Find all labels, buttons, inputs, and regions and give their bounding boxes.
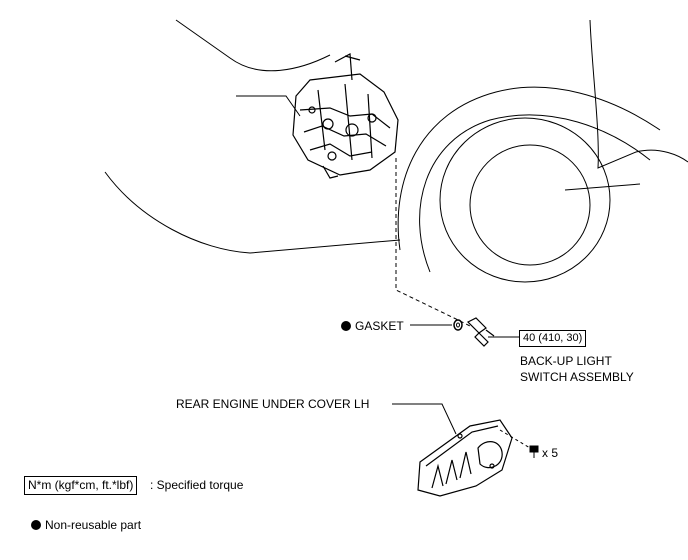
bolt-icon (529, 445, 539, 458)
switch-label-line1: BACK-UP LIGHT (520, 354, 612, 368)
legend-torque-desc: : Specified torque (150, 478, 244, 492)
legend-nonreusable-text: Non-reusable part (45, 518, 142, 532)
transmission-assembly (292, 53, 399, 179)
rear-engine-under-cover (417, 419, 513, 497)
under-cover-label: REAR ENGINE UNDER COVER LH (176, 397, 370, 411)
backup-light-switch (466, 317, 495, 347)
dashed-leader-line (395, 158, 471, 327)
under-cover-leader (392, 403, 457, 435)
legend-nonreusable: Non-reusable part (31, 518, 141, 532)
gasket-text: GASKET (355, 319, 404, 333)
wheel-arch (397, 86, 661, 283)
gasket-label: GASKET (341, 319, 404, 333)
legend-torque-unit-box: N*m (kgf*cm, ft.*lbf) (24, 476, 138, 495)
switch-label-line2: SWITCH ASSEMBLY (520, 370, 634, 384)
torque-value-box: 40 (410, 30) (519, 330, 587, 347)
legend-dot-icon (31, 520, 41, 530)
bolt-dashed-leader (499, 429, 531, 449)
non-reusable-dot-icon (341, 321, 351, 331)
bolt-count-label: x 5 (542, 446, 559, 460)
gasket-ring (453, 319, 463, 331)
